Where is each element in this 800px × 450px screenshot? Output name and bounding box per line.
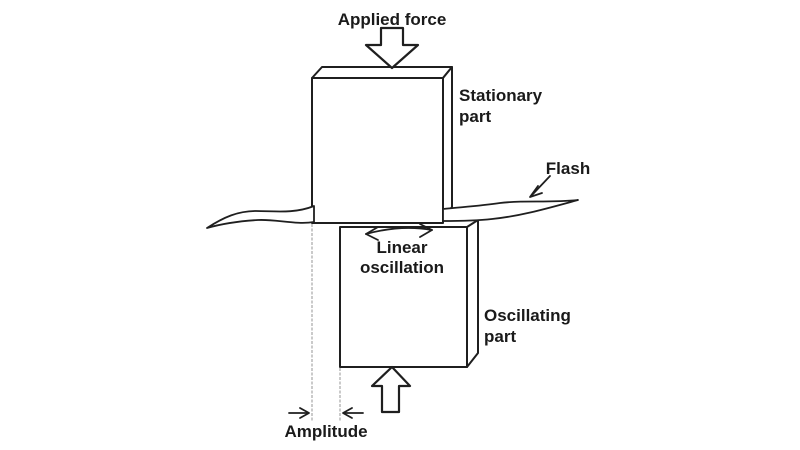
applied-force-label: Applied force [338,10,447,29]
flash-ribbon-right [442,199,579,222]
linear-oscillation-label-line1: Linear [376,238,427,257]
oscillating-part-side-face [466,219,479,368]
oscillating-part-label-line1: Oscillating [484,306,571,325]
applied-force-arrow [364,26,420,70]
stationary-part-label-line2: part [459,107,491,126]
stationary-part-label-line1: Stationary [459,86,543,105]
flash-ribbon-left [206,205,315,229]
upward-force-arrow [370,365,412,414]
oscillating-part-label-line2: part [484,327,516,346]
amplitude-right-arrow [342,407,364,419]
stationary-part-front-face [311,77,444,224]
stationary-part-top-face [311,66,453,79]
linear-oscillation-arrow [365,223,433,241]
oscillating-part-front-face [339,226,468,368]
linear-oscillation-label-line2: oscillation [360,258,444,277]
flash-pointer-arrow [529,175,551,198]
amplitude-label: Amplitude [284,422,367,441]
stationary-part-side-face [442,66,453,220]
amplitude-left-arrow [288,407,310,419]
flash-label: Flash [546,159,590,178]
